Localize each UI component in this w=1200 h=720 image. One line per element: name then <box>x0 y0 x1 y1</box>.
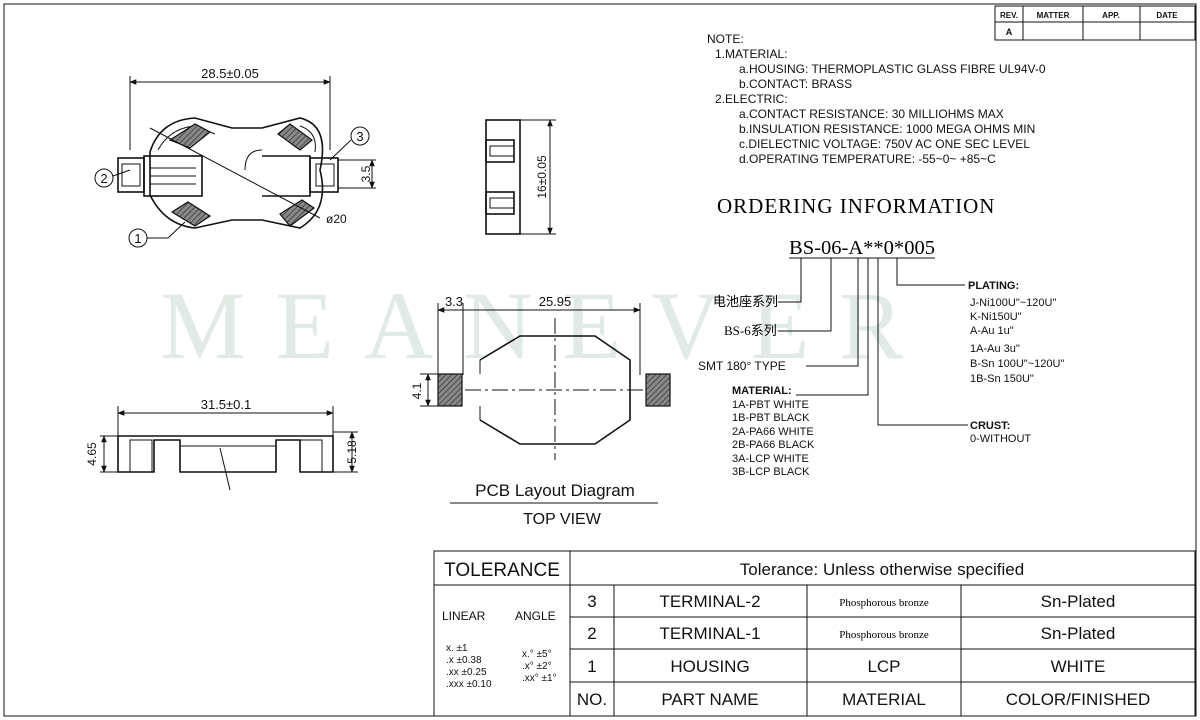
dim-bottom-width: 31.5±0.1 <box>201 397 252 412</box>
bom-row-material: Phosphorous bronze <box>839 629 929 641</box>
callout-1: 1 <box>134 231 141 246</box>
note-line: c.DIELECTNIC VOLTAGE: 750V AC ONE SEC LE… <box>739 137 1030 151</box>
material-option: 1B-PBT BLACK <box>732 412 810 424</box>
part-code: BS-06-A**0*005 <box>789 237 935 259</box>
linear-tolerance: .x ±0.38 <box>446 655 482 666</box>
crust-value: 0-WITHOUT <box>970 433 1031 445</box>
plating-option: K-Ni150U" <box>970 311 1022 323</box>
bom-row-part: HOUSING <box>670 657 749 676</box>
tolerance-note: Tolerance: Unless otherwise specified <box>740 560 1024 579</box>
notes-block: NOTE: 1.MATERIAL: a.HOUSING: THERMOPLAST… <box>707 32 1046 166</box>
crust-title: CRUST: <box>970 420 1010 432</box>
revision-block: REV. MATTER APP. DATE A <box>994 5 1196 41</box>
side-view-drawing: 16±0.05 <box>485 119 556 235</box>
ordering-title: ORDERING INFORMATION <box>717 194 995 218</box>
bom-row-finish: Sn-Plated <box>1041 624 1116 643</box>
pcb-title: PCB Layout Diagram <box>475 481 635 500</box>
front-view-drawing: 31.5±0.1 4.65 5.18 <box>85 397 359 491</box>
note-line: a.CONTACT RESISTANCE: 30 MILLIOHMS MAX <box>739 107 1004 121</box>
angle-label: ANGLE <box>515 609 556 623</box>
notes-title: NOTE: <box>707 32 744 46</box>
bom-header-finish: COLOR/FINISHED <box>1006 690 1151 709</box>
bom-row-material: Phosphorous bronze <box>839 597 929 609</box>
note-line: b.CONTACT: BRASS <box>739 77 852 91</box>
note-line: b.INSULATION RESISTANCE: 1000 MEGA OHMS … <box>739 122 1035 136</box>
dim-diameter: ø20 <box>326 212 347 226</box>
note-line: d.OPERATING TEMPERATURE: -55~0~ +85~C <box>739 152 996 166</box>
plating-option: 1B-Sn 150U" <box>970 373 1034 385</box>
angle-tolerance: .x° ±2° <box>522 661 552 672</box>
plating-option: J-Ni100U"~120U" <box>970 297 1056 309</box>
material-option: 3A-LCP WHITE <box>732 453 809 465</box>
plating-option: B-Sn 100U"~120U" <box>970 358 1064 370</box>
linear-tolerance: x. ±1 <box>446 643 468 654</box>
bom-header-no: NO. <box>577 690 607 709</box>
dim-height-right: 5.18 <box>345 440 359 464</box>
series-cn-label: 电池座系列 <box>713 294 778 309</box>
bom-header-part: PART NAME <box>661 690 758 709</box>
bs6-series-label: BS-6系列 <box>724 323 777 338</box>
pcb-subtitle: TOP VIEW <box>523 511 602 528</box>
linear-tolerance: .xxx ±0.10 <box>446 679 492 690</box>
callout-3: 3 <box>356 129 363 144</box>
ordering-information: ORDERING INFORMATION BS-06-A**0*005 电池座系… <box>698 194 1064 478</box>
bom-table: TOLERANCE Tolerance: Unless otherwise sp… <box>433 550 1196 717</box>
linear-label: LINEAR <box>442 609 486 623</box>
dim-pad-span: 25.95 <box>539 294 572 309</box>
dim-pad-height: 4.1 <box>410 382 424 399</box>
bom-row-part: TERMINAL-2 <box>659 592 760 611</box>
rev-header: REV. <box>1000 11 1018 20</box>
watermark: MEANEVER <box>160 272 933 379</box>
bom-row-material: LCP <box>867 657 900 676</box>
note-line: 1.MATERIAL: <box>715 47 787 61</box>
rev-value: A <box>1006 27 1013 37</box>
matter-header: MATTER <box>1037 11 1070 20</box>
material-option: 1A-PBT WHITE <box>732 399 809 411</box>
angle-tolerance: .xx° ±1° <box>522 673 557 684</box>
plating-option: A-Au 1u" <box>970 325 1014 337</box>
plating-option: 1A-Au 3u" <box>970 343 1020 355</box>
bom-row-finish: WHITE <box>1051 657 1106 676</box>
linear-tolerance: .xx ±0.25 <box>446 667 487 678</box>
bom-header-material: MATERIAL <box>842 690 926 709</box>
bom-row-no: 2 <box>587 624 596 643</box>
note-line: a.HOUSING: THERMOPLASTIC GLASS FIBRE UL9… <box>739 62 1046 76</box>
dim-height-left: 4.65 <box>85 442 99 466</box>
pcb-layout-drawing: 3.3 25.95 4.1 PCB Layout Diagram TOP VIE… <box>410 294 672 528</box>
app-header: APP. <box>1102 11 1120 20</box>
tolerance-label: TOLERANCE <box>444 560 560 581</box>
callout-2: 2 <box>100 171 107 186</box>
bom-row-part: TERMINAL-1 <box>659 624 760 643</box>
material-option: 3B-LCP BLACK <box>732 466 810 478</box>
material-title: MATERIAL: <box>732 385 792 397</box>
material-option: 2B-PA66 BLACK <box>732 439 815 451</box>
smt-type-label: SMT 180° TYPE <box>698 359 786 373</box>
angle-tolerance: x.° ±5° <box>522 649 552 660</box>
bom-row-no: 1 <box>587 657 596 676</box>
material-option: 2A-PA66 WHITE <box>732 426 814 438</box>
date-header: DATE <box>1156 11 1178 20</box>
dim-top-width: 28.5±0.05 <box>201 66 259 81</box>
dim-pad-offset: 3.3 <box>445 294 463 309</box>
bom-row-no: 3 <box>587 592 596 611</box>
top-view-drawing: 28.5±0.05 ø20 3.5 3 2 1 <box>94 66 376 248</box>
dim-pitch: 3.5 <box>359 165 373 182</box>
note-line: 2.ELECTRIC: <box>715 92 788 106</box>
plating-title: PLATING: <box>968 280 1019 292</box>
dim-side-height: 16±0.05 <box>535 155 549 199</box>
bom-row-finish: Sn-Plated <box>1041 592 1116 611</box>
